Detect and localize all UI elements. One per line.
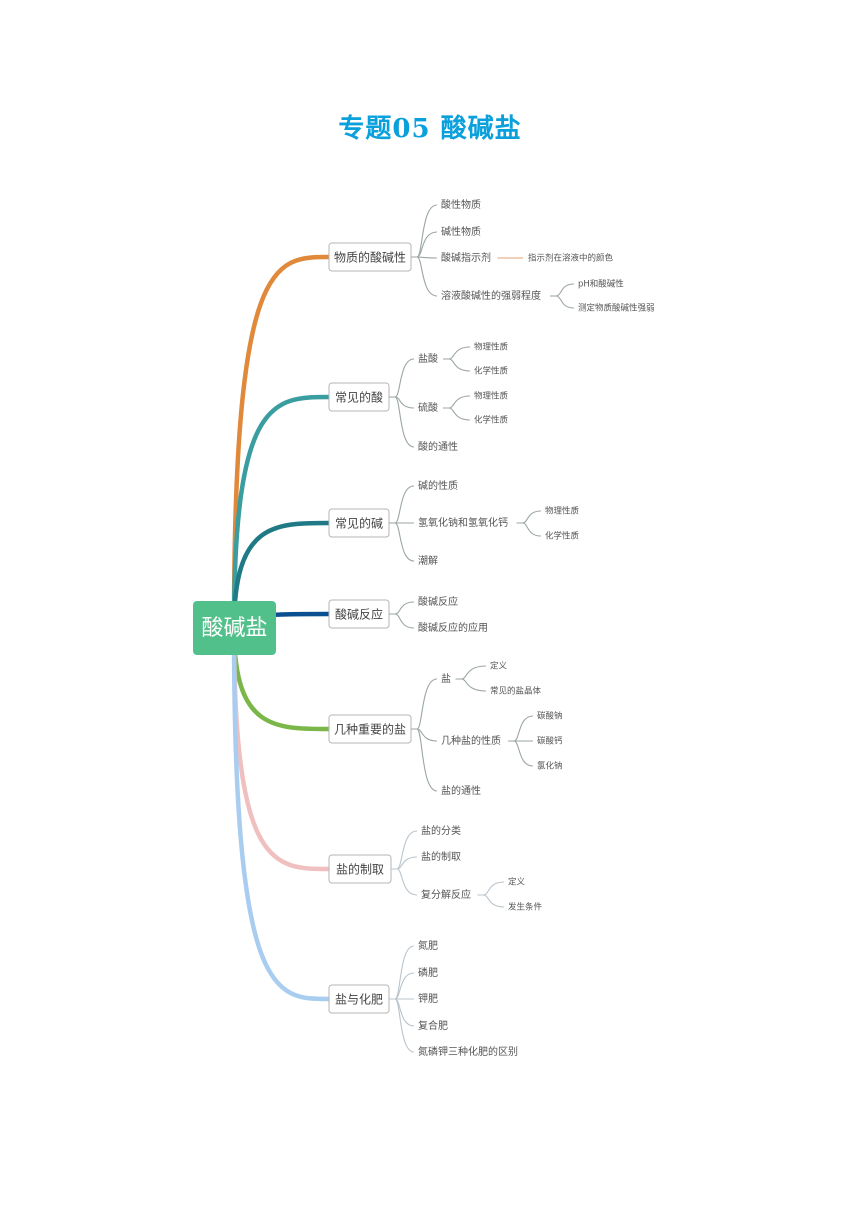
subtopic-connector [443,358,471,372]
child-connector [389,601,415,615]
branch-connector [231,625,332,1002]
subtopic-label[interactable]: 化学性质 [545,531,580,542]
branch-label: 几种重要的盐 [334,722,406,737]
subtopic-connector [508,715,534,742]
child-connector [389,396,415,448]
topic-label[interactable]: 氮磷钾三种化肥的区别 [418,1045,518,1058]
topic-label[interactable]: 酸碱反应的应用 [418,621,488,634]
child-connector [389,972,415,1000]
branch-connector [231,394,332,631]
subtopic-label[interactable]: 化学性质 [474,415,509,426]
topic-label[interactable]: 氢氧化钠和氢氧化钙 [418,516,508,529]
subtopic-label[interactable]: 化学性质 [474,366,509,377]
branch-label: 酸碱反应 [335,607,383,622]
topic-label[interactable]: 钾肥 [418,992,438,1005]
topic-label[interactable]: 盐的制取 [421,850,461,863]
subtopic-connector [455,665,487,680]
child-connector [389,485,415,524]
subtopic-connector [516,522,542,537]
child-connector [391,868,418,896]
topic-label[interactable]: 盐的通性 [441,784,481,797]
subtopic-label[interactable]: 常见的盐晶体 [490,686,542,697]
child-connector [411,204,438,258]
topic-label[interactable]: 几种盐的性质 [441,734,501,747]
subtopic-label[interactable]: 定义 [490,661,508,672]
topic-label[interactable]: 盐酸 [418,352,438,365]
child-connector [411,256,438,297]
subtopic-connector [516,510,542,524]
child-connector [391,856,418,870]
subtopic-label[interactable]: 物理性质 [545,506,580,517]
topic-label[interactable]: 复合肥 [418,1019,448,1032]
subtopic-label[interactable]: 碳酸钙 [537,736,563,747]
topic-label[interactable]: 潮解 [418,554,438,567]
subtopic-label[interactable]: 碳酸钠 [537,711,563,722]
subtopic-connector [455,678,487,692]
page-title: 专题05 酸碱盐 [338,114,522,144]
subtopic-connector [550,295,575,309]
central-topic[interactable]: 酸碱盐 [193,601,276,655]
branch-node[interactable]: 常见的酸 [328,382,390,412]
child-connector [389,358,415,398]
subtopic-label[interactable]: 氯化钠 [537,761,563,772]
branch-connector [231,520,332,631]
child-connector [389,945,415,1000]
subtopic-label[interactable]: 测定物质酸碱性强弱 [578,303,655,314]
child-connector [411,678,438,730]
topic-label[interactable]: 磷肥 [418,966,438,979]
topic-label[interactable]: 酸的通性 [418,440,458,453]
topic-label[interactable]: 酸碱指示剂 [441,251,491,264]
branch-node[interactable]: 盐的制取 [328,854,392,884]
subtopic-connector [477,894,505,908]
subtopic-connector [508,740,534,767]
branch-label: 盐的制取 [336,862,384,877]
child-connector [389,998,415,1053]
subtopic-label[interactable]: 物理性质 [474,342,509,353]
child-connector [389,522,415,562]
branch-node[interactable]: 物质的酸碱性 [328,242,412,272]
child-connector [389,396,415,409]
child-connector [411,231,438,258]
topic-label[interactable]: 碱性物质 [441,225,481,238]
topic-label[interactable]: 复分解反应 [421,888,471,901]
subtopic-label[interactable]: 指示剂在溶液中的颜色 [528,253,614,264]
topic-label[interactable]: 碱的性质 [418,479,458,492]
branch-connector [231,625,332,872]
subtopic-connector [443,346,471,360]
subtopic-label[interactable]: 发生条件 [508,902,543,913]
subtopic-label[interactable]: 物理性质 [474,391,509,402]
topic-label[interactable]: 盐 [441,672,451,685]
topic-label[interactable]: 硫酸 [418,401,438,414]
subtopic-connector [477,881,505,896]
central-topic-box [193,601,276,655]
subtopic-connector [550,283,575,297]
branch-connector [231,254,332,631]
branch-label: 常见的碱 [335,516,383,531]
branch-node[interactable]: 酸碱反应 [328,599,390,629]
subtopic-connector [443,395,471,409]
topic-label[interactable]: 溶液酸碱性的强弱程度 [441,289,541,302]
branch-label: 常见的酸 [335,390,383,405]
branch-label: 盐与化肥 [335,993,383,1007]
topic-label[interactable]: 酸碱反应 [418,595,458,608]
child-connector [411,728,438,742]
branch-node[interactable]: 盐与化肥 [328,984,390,1014]
child-connector [391,830,418,870]
subtopic-label[interactable]: pH和酸碱性 [578,279,624,290]
child-connector [389,613,415,629]
topic-label[interactable]: 盐的分类 [421,824,461,837]
child-connector [411,728,438,792]
branch-node[interactable]: 几种重要的盐 [328,714,412,744]
topic-label[interactable]: 氮肥 [418,939,438,952]
topic-label[interactable]: 酸性物质 [441,198,481,211]
child-connector [389,998,415,1027]
central-topic-label: 酸碱盐 [201,616,267,641]
branch-label: 物质的酸碱性 [334,250,406,265]
subtopic-connector [443,407,471,421]
subtopic-label[interactable]: 定义 [508,877,526,888]
branch-node[interactable]: 常见的碱 [328,508,390,538]
